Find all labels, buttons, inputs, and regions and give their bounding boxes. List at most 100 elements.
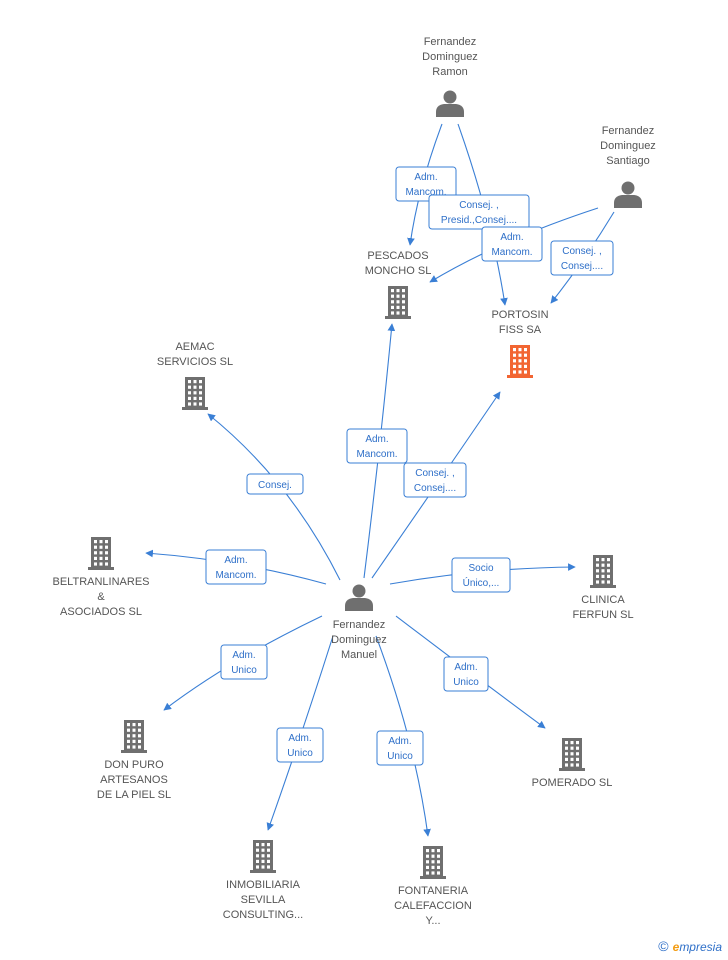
building-icon <box>250 840 276 873</box>
node-label-line: BELTRANLINARES <box>53 576 150 588</box>
node-label-line: POMERADO SL <box>532 777 613 789</box>
role-badge-text: Unico <box>453 677 479 688</box>
building-icon <box>121 720 147 753</box>
node-label-line: SERVICIOS SL <box>157 356 233 368</box>
node-label-line: MONCHO SL <box>365 265 432 277</box>
role-badge-text: Adm. <box>224 555 247 566</box>
node-label-line: FONTANERIA <box>398 885 469 897</box>
node-label-line: CALEFACCION <box>394 900 472 912</box>
person-icon <box>345 584 373 611</box>
node-label-line: Fernandez <box>424 36 477 48</box>
company-node-aemac[interactable]: AEMAC SERVICIOS SL <box>157 341 233 410</box>
node-label-line: ASOCIADOS SL <box>60 606 142 618</box>
company-node-portosin[interactable]: PORTOSIN FISS SA <box>491 309 549 378</box>
building-icon <box>559 738 585 771</box>
building-icon <box>420 846 446 879</box>
role-badge-manuel-to-beltran[interactable]: Adm.Mancom. <box>205 549 267 585</box>
brand-name: mpresia <box>679 940 722 954</box>
building-icon <box>182 377 208 410</box>
node-label-pescados: PESCADOS MONCHO SL <box>365 250 432 277</box>
node-label-portosin: PORTOSIN FISS SA <box>491 309 548 336</box>
node-label-inmobiliaria: INMOBILIARIASEVILLACONSULTING... <box>223 879 303 921</box>
node-label-line: Santiago <box>606 155 649 167</box>
node-label-line: Manuel <box>341 649 377 661</box>
role-badge-manuel-to-donpuro[interactable]: Adm. Unico <box>220 644 268 680</box>
role-badge-text: Consej. , <box>415 468 454 479</box>
node-label-line: PORTOSIN <box>491 309 548 321</box>
company-node-pescados[interactable]: PESCADOS MONCHO SL <box>365 250 432 319</box>
role-badge-text: Unico <box>287 748 313 759</box>
node-label-line: ARTESANOS <box>100 774 168 786</box>
node-label-fontaneria: FONTANERIA CALEFACCION Y... <box>394 885 472 927</box>
role-badge-text: Adm. <box>288 733 311 744</box>
node-label-line: Ramon <box>432 66 467 78</box>
role-badge-text: Presid.,Consej.... <box>441 215 517 226</box>
brand-initial: e <box>672 940 680 954</box>
node-label-line: Dominguez <box>331 634 387 646</box>
role-badge-manuel-to-fontaneria[interactable]: Adm.Unico <box>376 730 424 766</box>
node-label-line: PESCADOS <box>367 250 428 262</box>
building-icon <box>590 555 616 588</box>
role-badge-santiago-to-portosin[interactable]: Consej. , Consej.... <box>550 240 614 276</box>
person-icon <box>436 90 464 117</box>
person-icon <box>614 181 642 208</box>
copyright-icon: © <box>658 938 669 954</box>
node-label-line: Y... <box>425 915 440 927</box>
role-badge-text: Socio <box>468 563 493 574</box>
node-label-clinica: CLINICA FERFUN SL <box>572 594 633 621</box>
company-node-inmobiliaria[interactable]: INMOBILIARIASEVILLACONSULTING... <box>223 840 303 921</box>
role-badge-text: Consej.... <box>561 261 603 272</box>
company-node-fontaneria[interactable]: FONTANERIA CALEFACCION Y... <box>394 846 472 927</box>
role-badge-text: Único,... <box>463 576 500 589</box>
role-badge-text: Adm. <box>232 650 255 661</box>
role-badge-ramon-to-portosin[interactable]: Consej. ,Presid.,Consej.... <box>428 194 530 230</box>
building-icon <box>385 286 411 319</box>
building-icon <box>88 537 114 570</box>
role-badge-ramon-to-pescados[interactable]: Adm.Mancom. <box>395 166 457 202</box>
role-badge-text: Adm. <box>414 172 437 183</box>
role-badge-text: Mancom. <box>491 247 532 258</box>
node-label-line: INMOBILIARIA <box>226 879 301 891</box>
role-badge-text: Adm. <box>454 662 477 673</box>
node-label-line: CLINICA <box>581 594 625 606</box>
role-badge-text: Consej. <box>258 480 292 491</box>
role-badge-text: Consej.... <box>414 483 456 494</box>
node-label-line: SEVILLA <box>241 894 286 906</box>
node-label-line: Dominguez <box>600 140 656 152</box>
role-badge-manuel-to-inmobiliaria[interactable]: Adm. Unico <box>276 727 324 763</box>
role-badge-text: Adm. <box>365 434 388 445</box>
role-badge-manuel-to-clinica[interactable]: SocioÚnico,... <box>451 557 511 593</box>
role-badge-text: Adm. <box>388 736 411 747</box>
role-badge-text: Unico <box>231 665 257 676</box>
role-badge-santiago-to-pescados[interactable]: Adm.Mancom. <box>481 226 543 262</box>
node-label-line: Fernandez <box>602 125 655 137</box>
company-node-beltran[interactable]: BELTRANLINARES & ASOCIADOS SL <box>53 537 150 618</box>
node-label-beltran: BELTRANLINARES & ASOCIADOS SL <box>53 576 150 618</box>
role-badge-manuel-to-pescados[interactable]: Adm.Mancom. <box>346 428 408 464</box>
node-label-line: & <box>97 591 105 603</box>
empresia-logo[interactable]: ©empresia <box>658 938 722 954</box>
role-badge-manuel-to-portosin[interactable]: Consej. , Consej.... <box>403 462 467 498</box>
company-node-clinica[interactable]: CLINICA FERFUN SL <box>572 555 634 621</box>
node-label-line: FISS SA <box>499 324 542 336</box>
node-label-line: Fernandez <box>333 619 386 631</box>
node-label-line: FERFUN SL <box>572 609 633 621</box>
company-node-pomerado[interactable]: POMERADO SL <box>532 738 613 789</box>
node-label-line: AEMAC <box>175 341 214 353</box>
role-badge-text: Consej. , <box>562 246 601 257</box>
building-icon <box>507 345 533 378</box>
node-label-line: DE LA PIEL SL <box>97 789 171 801</box>
role-badge-manuel-to-pomerado[interactable]: Adm. Unico <box>443 656 489 692</box>
role-badge-manuel-to-aemac[interactable]: Consej. <box>246 473 304 495</box>
node-label-line: Dominguez <box>422 51 478 63</box>
node-label-pomerado: POMERADO SL <box>532 777 613 789</box>
